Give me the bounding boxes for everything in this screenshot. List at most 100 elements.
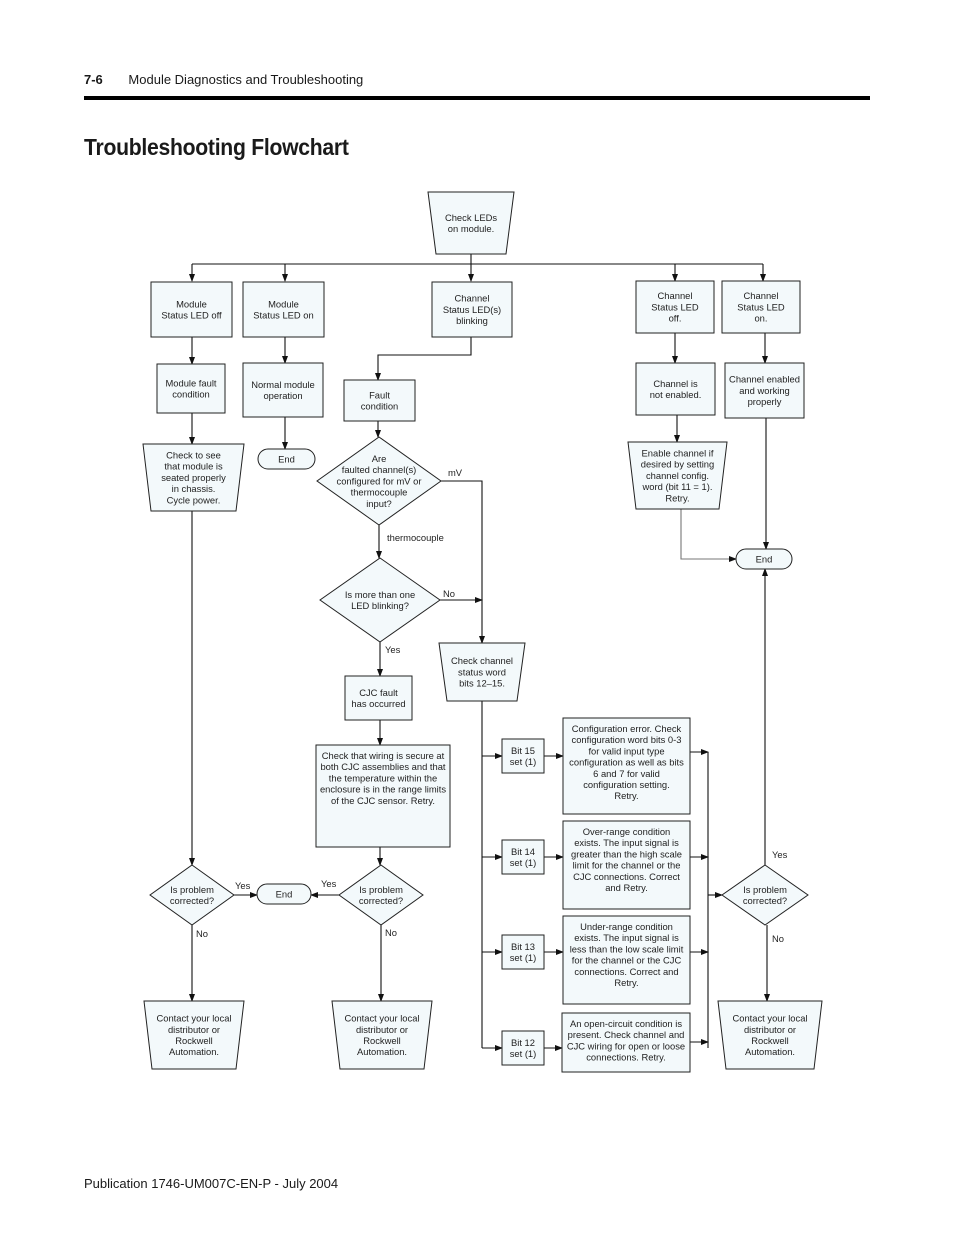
process-shape xyxy=(562,820,691,910)
node-text-line: present. Check channel and xyxy=(568,1029,685,1040)
node-text-line: Status LED xyxy=(651,301,699,312)
page-number: 7-6 xyxy=(84,72,103,87)
connector-line xyxy=(680,509,737,562)
decision-shape xyxy=(319,557,441,643)
node-text-line: Status LED(s) xyxy=(443,304,501,315)
node-text-line: condition xyxy=(361,400,399,411)
node-text-line: bits 12–15. xyxy=(459,678,505,689)
decision-shape xyxy=(338,864,424,926)
node-text-line: LED blinking? xyxy=(351,600,409,611)
node-text-line: that module is xyxy=(164,461,223,472)
node-text-line: Retry. xyxy=(614,790,638,801)
node-text-line: distributor or xyxy=(356,1024,408,1035)
edge-label-q3-no: No xyxy=(772,933,784,944)
node-text-line: configured for mV or xyxy=(337,475,422,486)
terminal-shape xyxy=(735,548,793,570)
node-text-line: Is more than one xyxy=(345,589,415,600)
process-shape xyxy=(501,839,545,875)
node-text-line: both CJC assemblies and that xyxy=(320,761,445,772)
node-text-line: Enable channel if xyxy=(642,447,714,458)
edge-label-q2-no: No xyxy=(385,927,397,938)
trapezoid-shape xyxy=(142,443,245,512)
node-text-line: not enabled. xyxy=(650,389,702,400)
page-header: 7-6 Module Diagnostics and Troubleshooti… xyxy=(84,72,363,87)
node-text-line: input? xyxy=(366,498,392,509)
node-end-channel: End xyxy=(735,548,793,570)
node-text-line: connections. Correct and xyxy=(574,966,678,977)
terminal-shape xyxy=(257,448,316,470)
node-text-line: configuration setting. xyxy=(583,779,670,790)
node-text-line: Rockwell xyxy=(363,1035,401,1046)
edge-label-q1-no: No xyxy=(196,928,208,939)
node-text-line: of the CJC sensor. Retry. xyxy=(331,795,435,806)
node-text-line: Retry. xyxy=(614,977,638,988)
process-shape xyxy=(562,915,691,1005)
node-text-line: Rockwell xyxy=(175,1035,213,1046)
node-text-line: Bit 14 xyxy=(511,846,535,857)
node-text-line: CJC wiring for open or loose xyxy=(567,1040,685,1051)
node-text-line: End xyxy=(276,888,293,899)
node-text-line: and working xyxy=(739,385,790,396)
trapezoid-shape xyxy=(427,191,515,255)
edge-label-multi-yes: Yes xyxy=(385,644,401,655)
node-text-line: An open-circuit condition is xyxy=(570,1018,682,1029)
node-text-line: properly xyxy=(748,396,782,407)
node-text-line: End xyxy=(756,553,773,564)
edge-label-q1-yes: Yes xyxy=(235,880,251,891)
edge-label-q2-yes: Yes xyxy=(321,878,337,889)
node-text-line: Bit 12 xyxy=(511,1037,535,1048)
node-text-line: Contact your local xyxy=(156,1013,231,1024)
process-shape xyxy=(501,1030,545,1066)
process-shape xyxy=(431,281,513,338)
node-text-line: on. xyxy=(754,313,767,324)
node-text-line: Bit 13 xyxy=(511,941,535,952)
node-text-line: configuration as well as bits xyxy=(569,757,684,768)
node-text-line: on module. xyxy=(448,223,494,234)
node-text-line: Channel xyxy=(455,293,490,304)
node-text-line: Check LEDs xyxy=(445,212,497,223)
node-text-line: word (bit 11 = 1). xyxy=(642,481,713,492)
process-shape xyxy=(315,744,451,848)
node-text-line: Channel enabled xyxy=(729,374,800,385)
node-text-line: faulted channel(s) xyxy=(342,464,417,475)
node-text-line: Under-range condition xyxy=(580,921,673,932)
node-text-line: blinking xyxy=(456,315,488,326)
process-shape xyxy=(501,738,545,774)
node-text-line: set (1) xyxy=(510,756,537,767)
node-text-line: Module fault xyxy=(165,377,216,388)
node-text-line: CJC connections. Correct xyxy=(573,871,680,882)
process-shape xyxy=(150,281,233,338)
trapezoid-shape xyxy=(627,441,728,510)
node-text-line: Status LED xyxy=(737,301,785,312)
node-text-line: seated properly xyxy=(161,472,226,483)
node-text-line: Status LED off xyxy=(161,309,222,320)
node-text-line: corrected? xyxy=(170,895,214,906)
process-shape xyxy=(724,362,805,419)
node-text-line: Channel xyxy=(658,290,693,301)
node-text-line: for the channel or the CJC xyxy=(572,955,682,966)
process-shape xyxy=(242,281,325,338)
node-text-line: distributor or xyxy=(744,1024,796,1035)
node-text-line: Is problem xyxy=(743,884,787,895)
node-text-line: Automation. xyxy=(169,1046,219,1057)
decision-shape xyxy=(721,864,809,926)
node-text-line: Check that wiring is secure at xyxy=(322,750,445,761)
